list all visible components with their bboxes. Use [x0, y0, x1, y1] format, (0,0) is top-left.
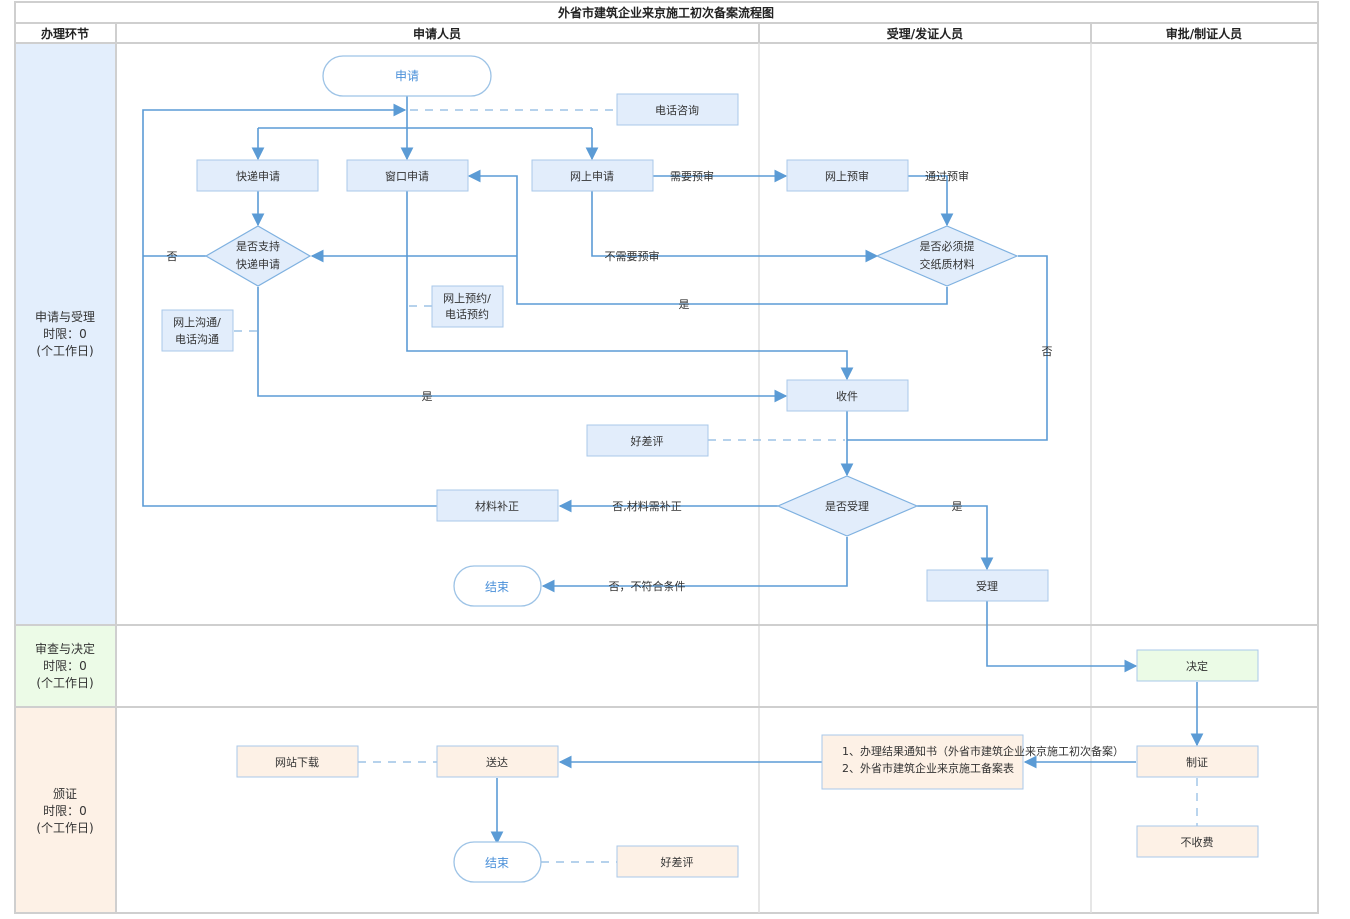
- node-label: 窗口申请: [385, 169, 429, 183]
- node-express-decision[interactable]: 是否支持 快递申请: [204, 225, 312, 287]
- edge-paper-yes: [467, 169, 948, 305]
- node-web-download[interactable]: 网站下载: [236, 745, 359, 778]
- edge-window-to-receive: [406, 191, 854, 381]
- node-label: 是否支持: [236, 239, 280, 253]
- phase-unit: (个工作日): [36, 344, 93, 358]
- node-label: 网上预审: [825, 169, 869, 183]
- edge-label-no-precheck: 不需要预审: [605, 249, 660, 263]
- node-label: 受理: [976, 580, 998, 593]
- node-label: 申请: [395, 69, 419, 83]
- node-label: 快递申请: [236, 169, 280, 183]
- node-label: 网上沟通/: [173, 316, 221, 329]
- edge-no-precheck: [591, 191, 879, 263]
- phase-label-apply: 申请与受理 时限：0 (个工作日): [35, 310, 95, 358]
- phase-unit: (个工作日): [36, 676, 93, 690]
- node-accept-decision[interactable]: 是否受理: [776, 475, 919, 537]
- column-header-applicant: 申请人员: [413, 26, 461, 41]
- node-decide[interactable]: 决定: [1136, 649, 1259, 682]
- node-label: 2、外省市建筑企业来京施工备案表: [842, 761, 1014, 775]
- edge-pass-precheck: [908, 175, 954, 227]
- node-rating-1[interactable]: 好差评: [586, 424, 709, 457]
- node-label: 网站下载: [275, 755, 319, 769]
- node-label: 结束: [485, 856, 509, 870]
- phase-limit: 时限：0: [43, 804, 87, 818]
- node-label: 是否受理: [825, 500, 869, 513]
- node-label: 交纸质材料: [920, 257, 975, 271]
- node-no-fee[interactable]: 不收费: [1136, 825, 1259, 858]
- edge-accept-to-decide: [986, 601, 1138, 673]
- phase-unit: (个工作日): [36, 821, 93, 835]
- node-label: 决定: [1186, 659, 1208, 673]
- node-paper-decision[interactable]: 是否必须提 交纸质材料: [875, 225, 1019, 287]
- edge-label-paper-no: 否: [1042, 345, 1053, 358]
- phase-label-cert: 颁证 时限：0 (个工作日): [36, 786, 93, 835]
- phase-cell-review: [15, 625, 116, 707]
- node-receive[interactable]: 收件: [786, 379, 909, 412]
- edge-label-pass-precheck: 通过预审: [925, 169, 969, 183]
- node-label: 快递申请: [236, 257, 280, 271]
- node-label: 结束: [485, 580, 509, 594]
- connectors: [142, 96, 1204, 863]
- node-end-2[interactable]: 结束: [453, 841, 542, 883]
- edge-label-no-supplement: 否,材料需补正: [612, 499, 682, 513]
- node-online-precheck[interactable]: 网上预审: [786, 159, 909, 192]
- phase-limit: 时限：0: [43, 327, 87, 341]
- edge-label-express-no: 否: [167, 250, 178, 263]
- swimlane-grid: [14, 1, 1319, 914]
- column-header-approver: 审批/制证人员: [1166, 26, 1242, 41]
- node-label: 不收费: [1181, 835, 1214, 849]
- node-phone-consult[interactable]: 电话咨询: [616, 93, 739, 126]
- node-rating-2[interactable]: 好差评: [616, 845, 739, 878]
- node-deliver[interactable]: 送达: [436, 745, 559, 778]
- node-label: 电话沟通: [175, 333, 219, 346]
- edge-accept-yes: [917, 505, 994, 571]
- node-end-1[interactable]: 结束: [453, 565, 542, 607]
- node-window-apply[interactable]: 窗口申请: [346, 159, 469, 192]
- page-title: 外省市建筑企业来京施工初次备案流程图: [558, 5, 774, 20]
- node-reserve[interactable]: 网上预约/ 电话预约: [431, 285, 504, 328]
- node-label: 网上预约/: [443, 292, 491, 305]
- edge-label-paper-yes: 是: [679, 298, 690, 311]
- phase-name: 颁证: [53, 786, 77, 801]
- node-label: 网上申请: [570, 170, 614, 183]
- node-label: 收件: [836, 389, 858, 403]
- node-communicate[interactable]: 网上沟通/ 电话沟通: [161, 309, 234, 352]
- phase-cell-cert: [15, 707, 116, 913]
- node-result-docs[interactable]: 1、办理结果通知书（外省市建筑企业来京施工初次备案） 2、外省市建筑企业来京施工…: [821, 734, 1124, 790]
- edge-loop-back: [142, 103, 437, 507]
- edge-no-unqualified: [541, 537, 848, 593]
- edge-paper-no: [847, 255, 1048, 441]
- node-express-apply[interactable]: 快递申请: [196, 159, 319, 192]
- edge-label-no-unqualified: 否，不符合条件: [609, 579, 686, 593]
- node-label: 材料补正: [475, 499, 519, 513]
- edge-label-express-yes: 是: [422, 390, 433, 403]
- phase-name: 审查与决定: [35, 641, 95, 656]
- node-make-cert[interactable]: 制证: [1136, 745, 1259, 778]
- edge-express-yes: [257, 287, 788, 403]
- phase-label-review: 审查与决定 时限：0 (个工作日): [35, 641, 95, 690]
- node-label: 制证: [1186, 756, 1208, 769]
- phase-limit: 时限：0: [43, 659, 87, 673]
- node-label: 1、办理结果通知书（外省市建筑企业来京施工初次备案）: [842, 744, 1124, 758]
- node-supplement[interactable]: 材料补正: [436, 489, 559, 522]
- phase-cell-apply: [15, 44, 116, 625]
- edge-label-need-precheck: 需要预审: [670, 169, 714, 183]
- node-label: 电话预约: [445, 308, 489, 321]
- phase-name: 申请与受理: [35, 310, 95, 324]
- node-label: 好差评: [661, 855, 694, 869]
- node-online-apply[interactable]: 网上申请: [531, 159, 654, 192]
- node-label: 是否必须提: [920, 240, 975, 253]
- node-apply[interactable]: 申请: [322, 55, 492, 97]
- node-label: 电话咨询: [655, 103, 699, 117]
- column-header-stage: 办理环节: [41, 26, 89, 41]
- node-accept[interactable]: 受理: [926, 569, 1049, 602]
- node-label: 好差评: [631, 434, 664, 448]
- node-label: 送达: [486, 755, 508, 769]
- column-header-acceptor: 受理/发证人员: [887, 26, 963, 41]
- edge-label-accept-yes: 是: [952, 500, 963, 513]
